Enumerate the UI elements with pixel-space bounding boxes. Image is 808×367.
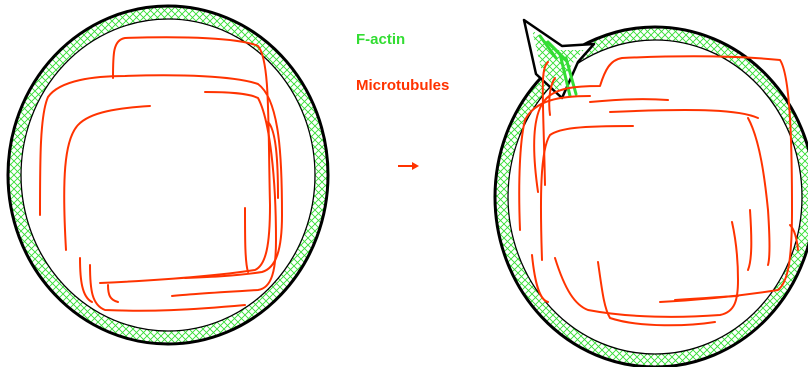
legend-factin-label: F-actin — [356, 31, 405, 48]
cell-before-microtubules — [40, 37, 282, 310]
microtubule — [245, 208, 248, 272]
microtubule — [610, 110, 758, 118]
microtubule — [590, 99, 668, 102]
microtubule — [541, 126, 633, 260]
microtubule — [534, 56, 792, 302]
microtubule — [555, 222, 738, 317]
microtubule — [108, 285, 118, 302]
microtubule — [519, 96, 590, 230]
microtubule — [748, 210, 751, 270]
microtubule — [90, 265, 245, 311]
legend-microtubules-label: Microtubules — [356, 77, 449, 94]
microtubule — [64, 106, 150, 250]
cell-before-actin-cortex — [8, 6, 328, 344]
cell-after-protrusion — [495, 20, 808, 367]
transition-arrow — [398, 162, 419, 170]
cell-before — [8, 6, 328, 344]
